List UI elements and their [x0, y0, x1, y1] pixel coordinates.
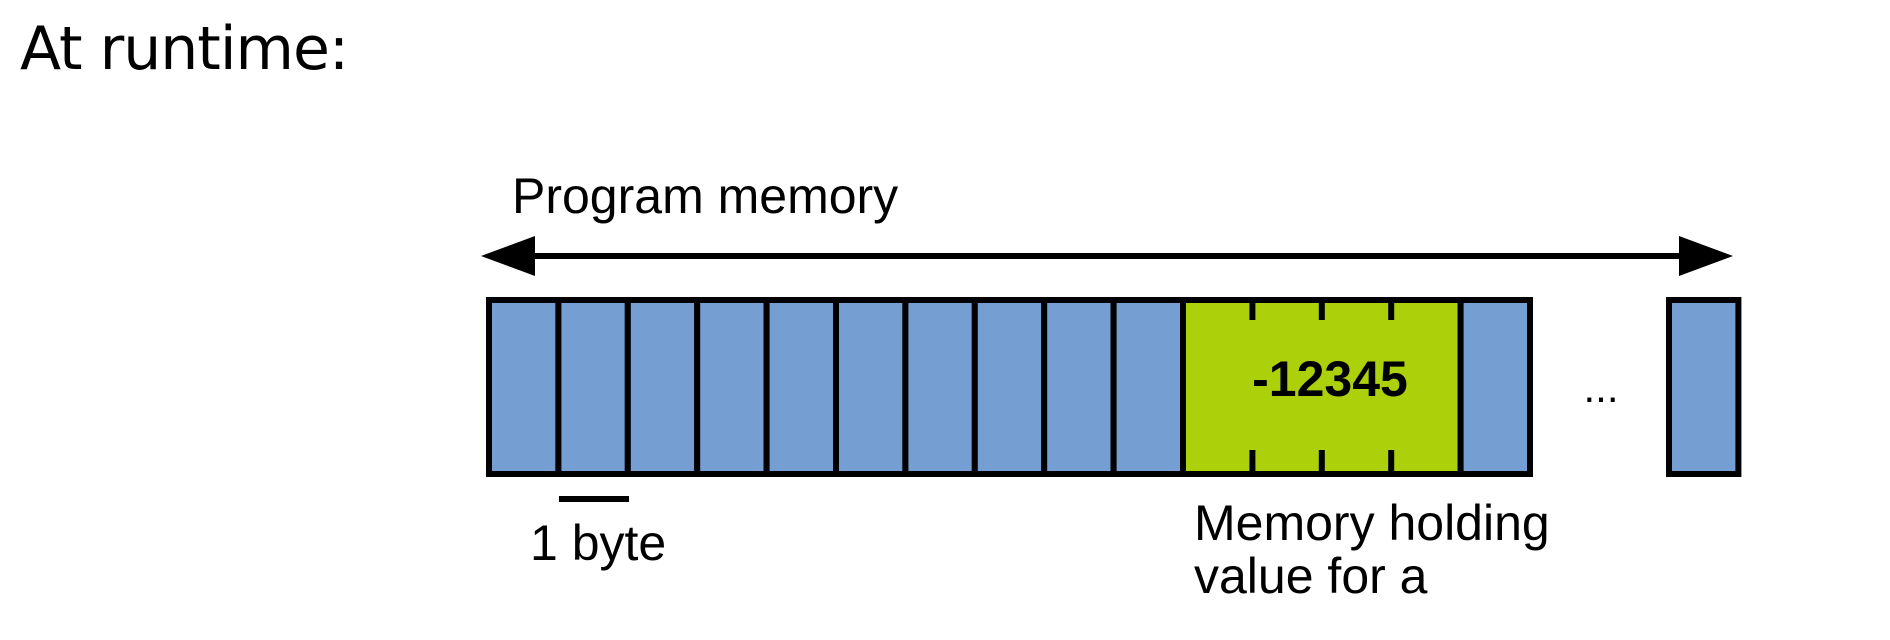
program-memory-label: Program memory: [512, 168, 898, 224]
byte-cell: [763, 297, 839, 477]
page-heading: At runtime:: [20, 14, 349, 84]
byte-cell-trailing: [1666, 297, 1742, 477]
arrow-head-left: [481, 236, 535, 276]
byte-cell: [1457, 297, 1533, 477]
value-caption-line1: Memory holding: [1194, 495, 1550, 551]
value-label: -12345: [1252, 351, 1408, 407]
byte-cell: [694, 297, 770, 477]
value-cell: [1180, 297, 1464, 477]
arrow-head-right: [1679, 236, 1733, 276]
program-memory-arrow: [481, 236, 1733, 276]
ellipsis-label: ...: [1583, 364, 1618, 411]
byte-cell: [624, 297, 701, 477]
byte-scale-label: 1 byte: [530, 515, 666, 571]
byte-cell: [1041, 297, 1117, 477]
memory-cells: [486, 297, 1742, 477]
byte-cell: [1110, 297, 1186, 477]
value-caption-line2: value for a: [1194, 548, 1428, 604]
byte-cell: [486, 297, 562, 477]
byte-cell: [971, 297, 1048, 477]
byte-cell: [833, 297, 909, 477]
byte-cell: [555, 297, 631, 477]
byte-cell: [902, 297, 978, 477]
